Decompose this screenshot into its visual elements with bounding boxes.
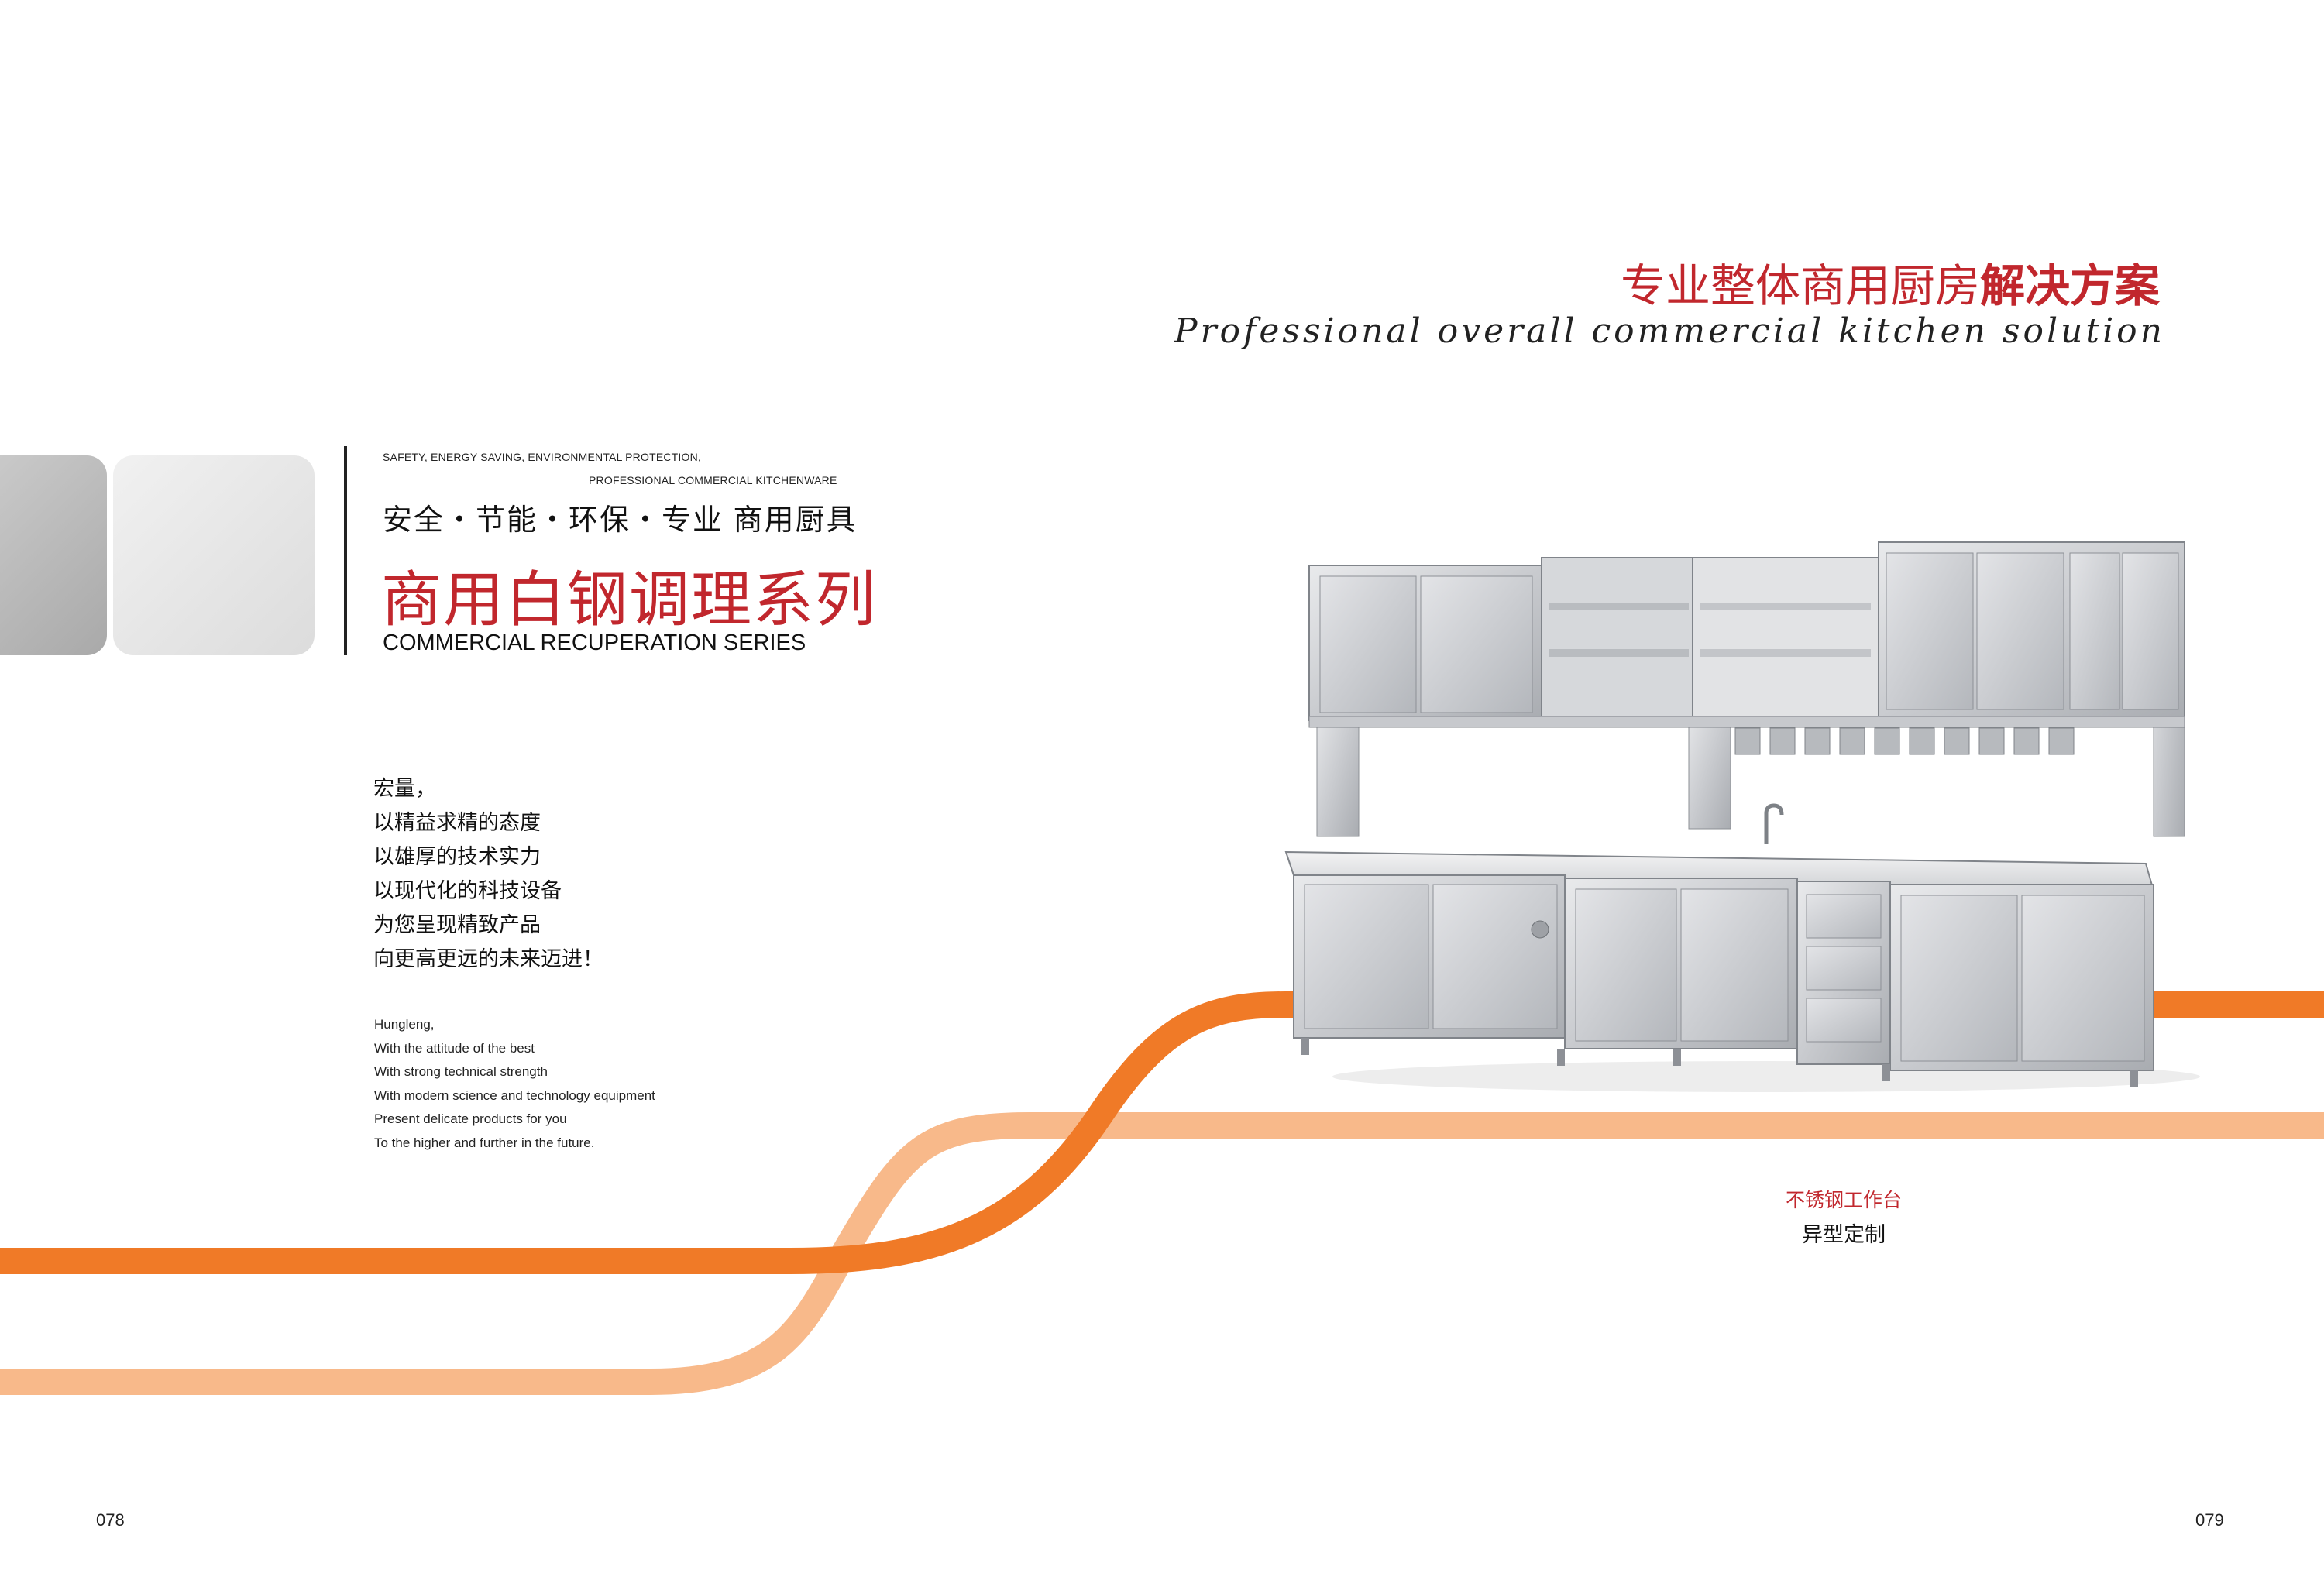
body-cn-line: 以精益求精的态度: [373, 811, 541, 834]
body-cn-line: 宏量，: [373, 777, 436, 800]
body-en-line: To the higher and further in the future.: [374, 1135, 595, 1150]
body-en-line: Present delicate products for you: [374, 1111, 567, 1126]
body-cn-line: 以雄厚的技术实力: [373, 845, 541, 868]
vertical-divider-line: [344, 446, 347, 655]
series-title-english: COMMERCIAL RECUPERATION SERIES: [383, 630, 806, 655]
slogan-bold: 解决方案: [1979, 261, 2160, 311]
small-tagline-line1: SAFETY, ENERGY SAVING, ENVIRONMENTAL PRO…: [383, 451, 702, 463]
small-tagline-line2: PROFESSIONAL COMMERCIAL KITCHENWARE: [589, 474, 837, 486]
gray-square-decoration: [0, 455, 107, 655]
stainless-steel-workbench-illustration: [1284, 541, 2200, 1092]
body-en-line: With modern science and technology equip…: [374, 1087, 655, 1103]
product-caption-title: 不锈钢工作台: [1785, 1190, 1902, 1211]
body-en-line: Hungleng,: [374, 1017, 435, 1032]
right-page-number: 079: [2195, 1510, 2224, 1530]
product-caption-subtitle: 异型定制: [1802, 1223, 1886, 1246]
body-cn-line: 以现代化的科技设备: [373, 879, 562, 902]
slogan-regular: 专业整体商用厨房: [1620, 261, 1980, 311]
series-title-chinese: 商用白钢调理系列: [381, 565, 878, 634]
body-en-line: With the attitude of the best: [374, 1040, 535, 1056]
chinese-subtitle: 安全・节能・环保・专业 商用厨具: [383, 504, 858, 537]
body-cn-line: 向更高更远的未来迈进！: [373, 947, 603, 970]
body-cn-line: 为您呈现精致产品: [373, 913, 541, 936]
light-orange-ribbon: [0, 1112, 2324, 1395]
english-body-text: Hungleng, With the attitude of the best …: [374, 1013, 655, 1155]
light-gray-square-decoration: [113, 455, 315, 655]
body-en-line: With strong technical strength: [374, 1064, 548, 1079]
chinese-body-text: 宏量， 以精益求精的态度 以雄厚的技术实力 以现代化的科技设备 为您呈现精致产品…: [373, 771, 603, 976]
english-slogan: Professional overall commercial kitchen …: [1174, 311, 2165, 351]
orange-ribbon: [0, 991, 2324, 1274]
solution-slogan: 专业整体商用厨房解决方案: [1621, 249, 2160, 314]
left-page-number: 078: [96, 1510, 125, 1530]
